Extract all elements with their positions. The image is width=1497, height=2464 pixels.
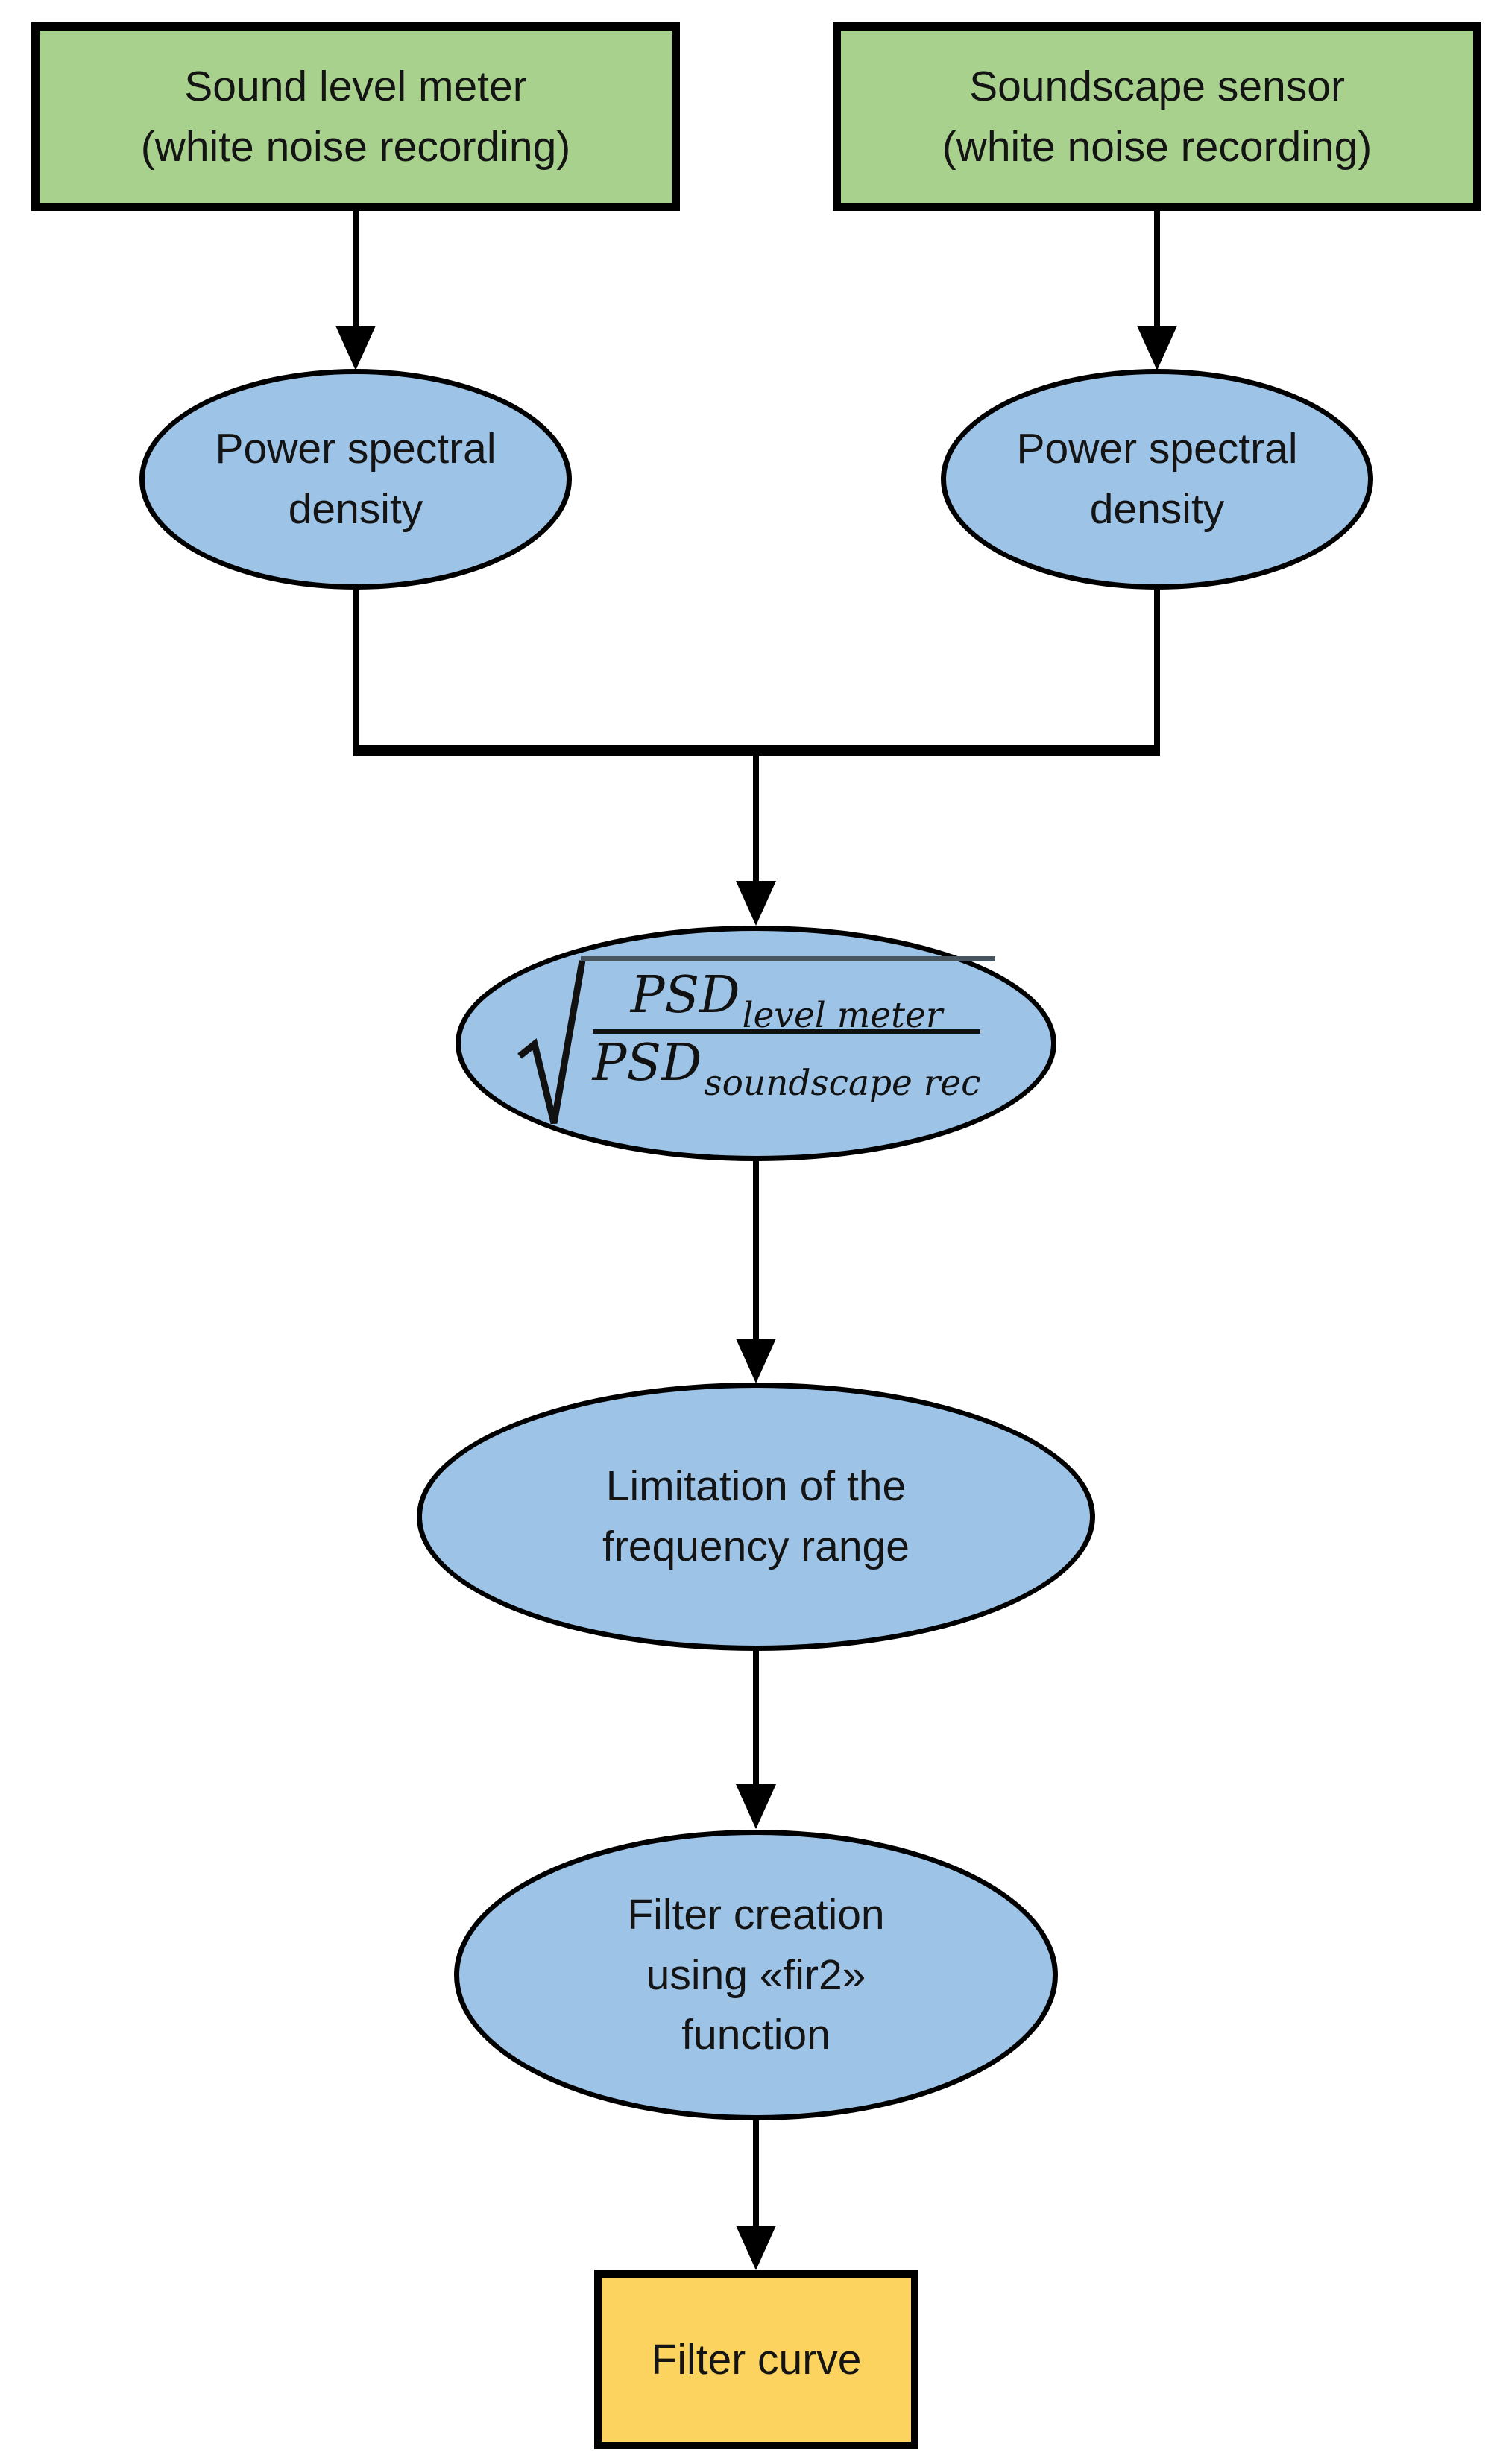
node-filter-creation: Filter creation using «fir2» function [454, 1830, 1058, 2120]
node-sound-level-meter-line1: Sound level meter [184, 62, 527, 110]
node-psd-right: Power spectral density [941, 369, 1373, 590]
node-filter-creation-line3: function [681, 2011, 831, 2059]
arrow-shaft-level-meter-to-psd [353, 209, 359, 329]
arrow-shaft-limitation-to-filter-creation [753, 1649, 759, 1787]
node-psd-left: Power spectral density [139, 369, 572, 590]
formula-numerator: PSD level meter [630, 966, 943, 1033]
arrow-shaft-soundscape-to-psd [1154, 209, 1160, 329]
arrowhead-limitation-to-filter-creation [736, 1784, 776, 1829]
node-psd-left-line1: Power spectral [215, 425, 497, 473]
formula-denominator: PSD soundscape rec [592, 1034, 981, 1101]
arrow-shaft-merge-to-formula [753, 756, 759, 884]
connector-merge-bar [353, 745, 1160, 756]
formula-denominator-base: PSD [592, 1034, 702, 1093]
node-limitation-line1: Limitation of the [605, 1462, 907, 1511]
arrow-shaft-filter-creation-to-filter-curve [753, 2119, 759, 2227]
node-sound-level-meter: Sound level meter (white noise recording… [31, 22, 680, 211]
arrow-shaft-formula-to-limitation [753, 1160, 759, 1342]
node-filter-creation-line1: Filter creation [627, 1890, 885, 1939]
node-limitation-line2: frequency range [602, 1523, 910, 1570]
formula-denominator-subscript: soundscape rec [704, 1063, 981, 1105]
node-filter-curve: Filter curve [594, 2270, 918, 2449]
formula-radicand: PSD level meter PSD soundscape rec [580, 956, 996, 1101]
node-filter-curve-label: Filter curve [651, 2335, 862, 2384]
node-soundscape-sensor-line1: Soundscape sensor [969, 62, 1345, 110]
formula-fraction-bar [592, 1029, 981, 1034]
sqrt-radical-icon [517, 960, 585, 1125]
node-psd-right-line2: density [1089, 485, 1225, 533]
formula-numerator-base: PSD [630, 966, 740, 1025]
node-psd-right-line1: Power spectral [1016, 425, 1298, 473]
arrowhead-filter-creation-to-filter-curve [736, 2226, 776, 2270]
node-soundscape-sensor: Soundscape sensor (white noise recording… [833, 22, 1481, 211]
arrowhead-merge-to-formula [736, 881, 776, 926]
node-filter-creation-line2: using «fir2» [646, 1950, 866, 1999]
node-soundscape-sensor-line2: (white noise recording) [942, 122, 1372, 171]
formula-numerator-subscript: level meter [742, 995, 943, 1036]
arrowhead-level-meter-to-psd [335, 326, 376, 370]
connector-psd-right-down [1154, 588, 1160, 751]
arrowhead-soundscape-to-psd [1137, 326, 1177, 370]
connector-psd-left-down [353, 588, 359, 751]
node-limitation: Limitation of the frequency range [417, 1383, 1095, 1651]
node-ratio-formula: PSD level meter PSD soundscape rec [456, 926, 1056, 1161]
arrowhead-formula-to-limitation [736, 1339, 776, 1383]
node-sound-level-meter-line2: (white noise recording) [140, 122, 571, 171]
psd-ratio-formula: PSD level meter PSD soundscape rec [517, 956, 996, 1131]
node-psd-left-line2: density [288, 485, 423, 533]
